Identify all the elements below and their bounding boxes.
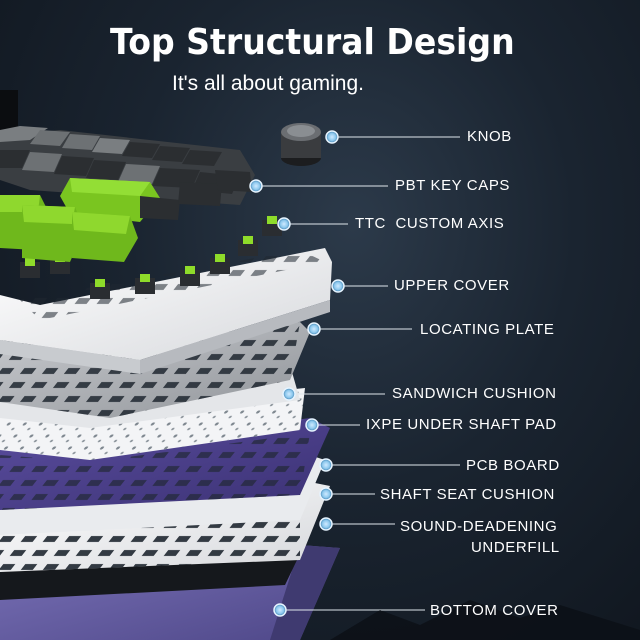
label-sandwich-cushion: SANDWICH CUSHION — [392, 385, 557, 402]
label-pcb-board: PCB BOARD — [466, 457, 560, 474]
label-upper-cover: UPPER COVER — [394, 277, 510, 294]
callout-dots — [249, 130, 345, 617]
label-pbt-key-caps: PBT KEY CAPS — [395, 177, 511, 194]
label-knob: KNOB — [467, 128, 512, 145]
label-underfill: UNDERFILL — [471, 539, 560, 556]
ttc-switches — [20, 216, 282, 299]
page-subtitle: It's all about gaming. — [172, 72, 364, 95]
label-shaft-seat-cushion: SHAFT SEAT CUSHION — [380, 486, 555, 503]
label-sound-deadening: SOUND-DEADENING — [400, 518, 558, 535]
knob-illustration — [281, 123, 321, 166]
callout-lines — [262, 136, 460, 611]
label-locating-plate: LOCATING PLATE — [420, 321, 555, 338]
label-ixpe-under-shaft-pad: IXPE UNDER SHAFT PAD — [366, 416, 557, 433]
label-ttc-custom-axis: TTC CUSTOM AXIS — [355, 215, 505, 232]
label-bottom-cover: BOTTOM COVER — [430, 602, 559, 619]
key-caps — [0, 126, 255, 262]
